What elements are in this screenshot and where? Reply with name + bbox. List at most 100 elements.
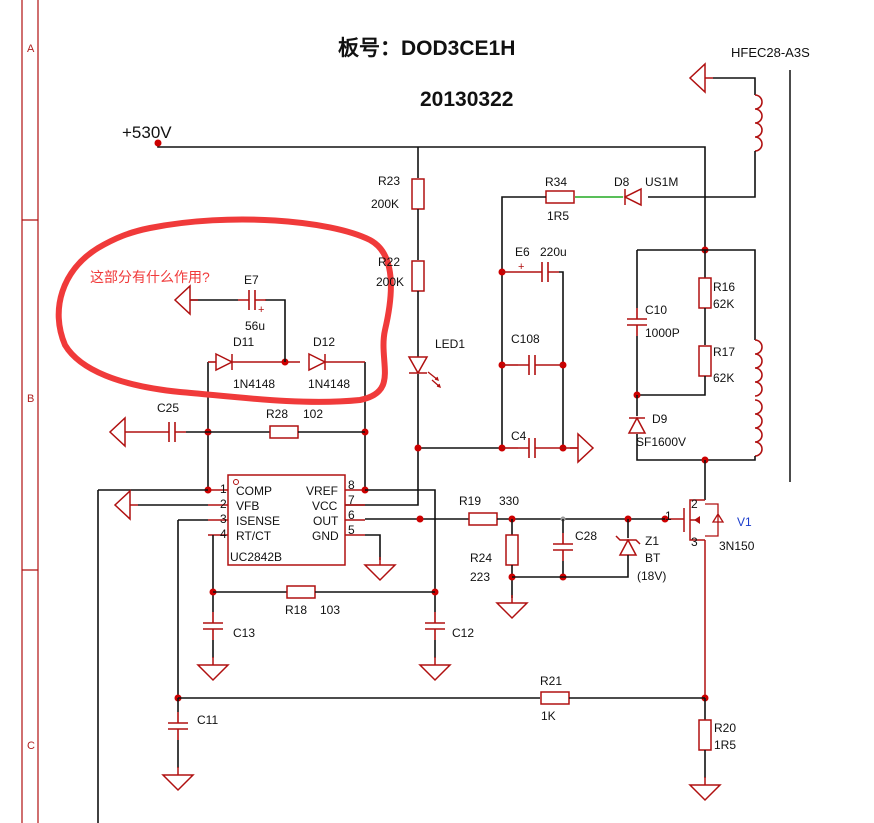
d12-ref: D12 xyxy=(313,335,335,349)
led-led1 xyxy=(407,356,429,375)
r34-ref: R34 xyxy=(545,175,567,189)
resistor-r22 xyxy=(411,260,425,292)
annotation-circle xyxy=(55,216,394,405)
u1-pin8-num: 8 xyxy=(348,478,355,492)
junction-dot xyxy=(416,515,424,523)
capacitor-c28 xyxy=(553,533,573,561)
u1-pin-vfb: VFB xyxy=(236,499,259,513)
u1-pin3-num: 3 xyxy=(220,512,227,526)
r22-value: 200K xyxy=(376,275,404,289)
resistor-r17 xyxy=(698,345,712,377)
e7-ref: E7 xyxy=(244,273,259,287)
capacitor-c11 xyxy=(168,712,188,740)
v1-gate-pin: 1 xyxy=(665,509,672,523)
r24-ref: R24 xyxy=(470,551,492,565)
c10-ref: C10 xyxy=(645,303,667,317)
u1-pin-vref: VREF xyxy=(306,484,338,498)
c13-ref: C13 xyxy=(233,626,255,640)
led-arrows xyxy=(427,371,442,389)
board-date: 20130322 xyxy=(420,88,513,111)
capacitor-c108 xyxy=(518,355,546,375)
ground-symbol xyxy=(108,416,133,448)
wire xyxy=(345,374,419,506)
junction-dot xyxy=(154,139,162,147)
capacitor-c10 xyxy=(627,308,647,336)
r21-value: 1K xyxy=(541,709,556,723)
r28-value: 102 xyxy=(303,407,323,421)
u1-pin5-num: 5 xyxy=(348,523,355,537)
z1-ref: Z1 xyxy=(645,534,659,548)
v1-source-pin: 3 xyxy=(691,535,698,549)
d9-value: SF1600V xyxy=(636,435,686,449)
resistor-r20 xyxy=(698,719,712,751)
transformer-winding-top xyxy=(754,94,763,152)
z1-voltage: (18V) xyxy=(637,569,666,583)
r19-ref: R19 xyxy=(459,494,481,508)
ground-symbol xyxy=(418,657,452,682)
r19-value: 330 xyxy=(499,494,519,508)
r23-ref: R23 xyxy=(378,174,400,188)
transformer-winding-bottom xyxy=(754,339,763,397)
drawing-frame xyxy=(21,0,39,823)
junction-dot xyxy=(414,444,422,452)
r21-ref: R21 xyxy=(540,674,562,688)
v1-value: 3N150 xyxy=(719,539,755,553)
board-title: 板号：DOD3CE1H xyxy=(338,37,515,60)
mosfet-v1 xyxy=(683,499,706,698)
e6-ref: E6 xyxy=(515,245,530,259)
r20-value: 1R5 xyxy=(714,738,736,752)
u1-pin-vcc: VCC xyxy=(312,499,338,513)
ground-symbol xyxy=(495,595,529,620)
mosfet-body-diode xyxy=(705,503,725,537)
diode-d8 xyxy=(623,187,642,207)
z1-value: BT xyxy=(645,551,661,565)
u1-pin-out: OUT xyxy=(313,514,339,528)
resistor-r23 xyxy=(411,178,425,210)
ground-symbol xyxy=(113,489,138,521)
d9-ref: D9 xyxy=(652,412,668,426)
wire xyxy=(637,249,756,340)
u1-pin-isense: ISENSE xyxy=(236,514,280,528)
e7-value: 56u xyxy=(245,319,265,333)
ground-symbol xyxy=(688,62,713,94)
u1-pin-rtct: RT/CT xyxy=(236,529,272,543)
wire xyxy=(636,434,756,461)
u1-pin7-num: 7 xyxy=(348,493,355,507)
transformer-label: HFEC28-A3S xyxy=(731,45,810,60)
c28-ref: C28 xyxy=(575,529,597,543)
r24-value: 223 xyxy=(470,570,490,584)
supply-label: +530V xyxy=(122,123,172,142)
ground-symbol xyxy=(161,767,195,792)
mosfet-arrow xyxy=(694,516,700,524)
section-label-b: B xyxy=(27,393,34,405)
r17-ref: R17 xyxy=(713,345,735,359)
d12-value: 1N4148 xyxy=(308,377,350,391)
u1-pin-comp: COMP xyxy=(236,484,272,498)
u1-pin1-num: 1 xyxy=(220,482,227,496)
plus-sign: + xyxy=(258,304,264,316)
resistor-r24 xyxy=(505,534,519,566)
u1-pin4-num: 4 xyxy=(220,527,227,541)
r16-ref: R16 xyxy=(713,280,735,294)
diode-d12 xyxy=(308,352,327,372)
v1-drain-pin: 2 xyxy=(691,497,698,511)
c12-ref: C12 xyxy=(452,626,474,640)
ground-symbol xyxy=(173,284,198,316)
wire xyxy=(713,77,756,95)
r18-value: 103 xyxy=(320,603,340,617)
resistor-r28 xyxy=(269,425,299,439)
e6-value: 220u xyxy=(540,245,567,259)
question-note: 这部分有什么作用? xyxy=(90,269,210,285)
u1-pin2-num: 2 xyxy=(220,497,227,511)
led1-ref: LED1 xyxy=(435,337,465,351)
ground-symbol xyxy=(570,432,595,464)
ic-pin1-marker xyxy=(233,479,239,485)
transformer-winding-aux xyxy=(754,399,763,457)
r34-value: 1R5 xyxy=(547,209,569,223)
ic-uc2842b xyxy=(227,474,346,566)
u1-pin-gnd: GND xyxy=(312,529,339,543)
c108-ref: C108 xyxy=(511,332,540,346)
resistor-r19 xyxy=(468,512,498,526)
